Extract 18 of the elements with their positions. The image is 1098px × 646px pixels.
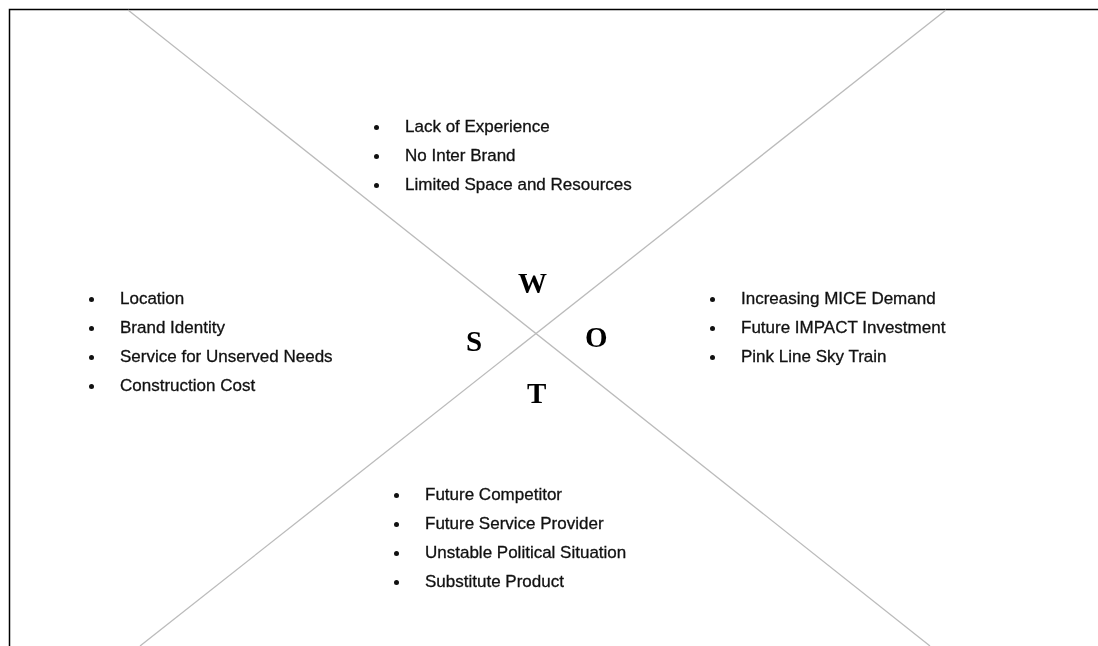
list-item: Location <box>120 289 185 309</box>
list-item: Construction Cost <box>120 376 256 396</box>
list-item: Future IMPACT Investment <box>741 318 946 338</box>
list-item: Increasing MICE Demand <box>741 289 936 309</box>
list-item: Future Service Provider <box>425 514 604 534</box>
list-item: Substitute Product <box>425 572 564 592</box>
quadrant-letter: O <box>585 322 608 352</box>
list-item: No Inter Brand <box>405 146 516 166</box>
list-item: Limited Space and Resources <box>405 175 632 195</box>
list-item: Future Competitor <box>425 485 562 505</box>
quadrant-letter: T <box>527 378 547 408</box>
quadrant-letter: S <box>466 326 483 356</box>
list-item: Brand Identity <box>120 318 225 338</box>
quadrant-letter: W <box>518 268 547 298</box>
list-item: Service for Unserved Needs <box>120 347 333 367</box>
list-item: Unstable Political Situation <box>425 543 627 563</box>
list-item: Lack of Experience <box>405 117 550 137</box>
list-item: Pink Line Sky Train <box>741 347 887 367</box>
